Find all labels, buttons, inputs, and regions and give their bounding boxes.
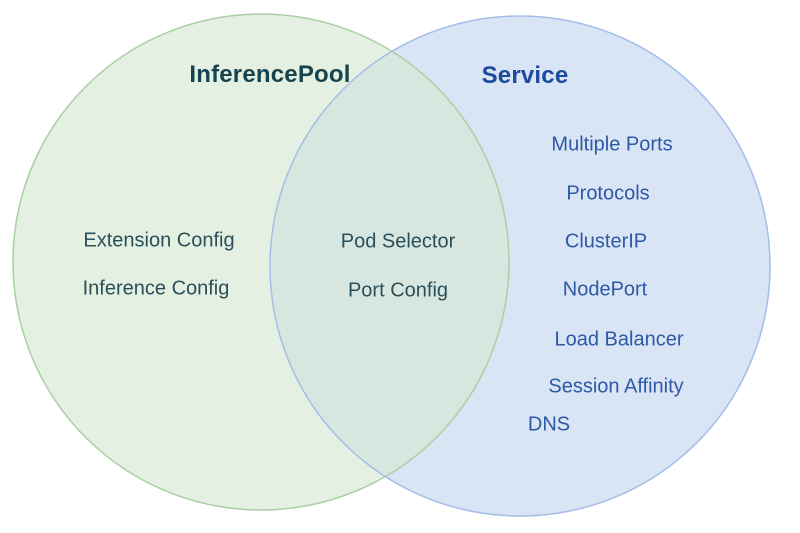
right-item-session-affinity: Session Affinity <box>548 375 684 398</box>
right-item-protocols: Protocols <box>566 182 650 205</box>
right-item-load-balancer: Load Balancer <box>554 328 684 351</box>
overlap-item-pod-selector: Pod Selector <box>340 230 456 253</box>
service-title: Service <box>481 62 569 89</box>
inferencepool-circle-outline <box>12 13 510 511</box>
overlap-item-port-config: Port Config <box>347 279 449 302</box>
right-item-dns: DNS <box>527 413 571 436</box>
right-item-multiple-ports: Multiple Ports <box>551 133 673 156</box>
overlap-region-fill <box>270 16 509 510</box>
left-item-inference-config: Inference Config <box>82 277 230 300</box>
right-item-nodeport: NodePort <box>562 278 648 301</box>
service-circle-outline <box>269 15 771 517</box>
inferencepool-title: InferencePool <box>189 61 351 88</box>
left-item-extension-config: Extension Config <box>83 229 235 252</box>
right-item-clusterip: ClusterIP <box>564 230 648 253</box>
